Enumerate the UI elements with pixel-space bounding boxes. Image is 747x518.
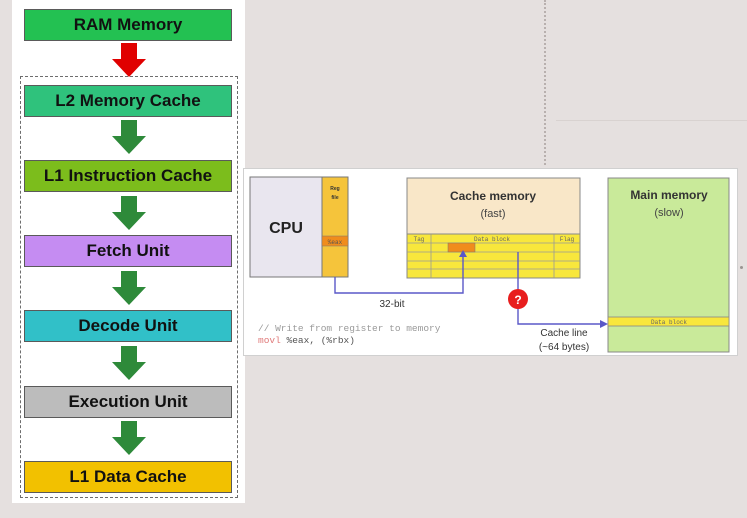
code-snippet: // Write from register to memory movl %e… [258,323,440,347]
main-memory-data-block-label: Data block [651,319,687,326]
code-keyword: movl [258,335,281,346]
cache-diagram: CPU Reg file %eax Cache memory (fast) Ta… [243,168,738,356]
stage-decode-unit: Decode Unit [24,310,232,342]
arrow-down-icon [112,196,146,230]
stage-l1-instruction-cache: L1 Instruction Cache [24,160,232,192]
cache-line-arrowhead-icon [600,320,608,328]
ram-memory-box: RAM Memory [24,9,232,41]
cpu-box [249,176,323,278]
stage-label: Decode Unit [78,316,178,335]
cache-line-size: (~64 bytes) [539,342,589,353]
arrow-down-icon [112,346,146,380]
arrow-down-icon [112,421,146,455]
ram-memory-label: RAM Memory [73,15,183,34]
cache-tag-label: Tag [414,236,425,243]
stage-label: Fetch Unit [86,241,170,260]
cache-title: Cache memory [450,189,536,203]
main-memory-subtitle: (slow) [654,207,683,219]
bus-line [334,252,464,294]
bus-arrowhead-icon [459,250,467,257]
reg-file-label: Reg [330,186,339,192]
cache-target-word [447,242,476,253]
stage-execution-unit: Execution Unit [24,386,232,418]
cache-subtitle: (fast) [480,208,505,220]
arrow-down-icon-red [112,43,146,77]
main-memory-title: Main memory [630,188,708,202]
background-divider [544,0,546,165]
register-label: %eax [328,239,343,246]
main-memory-data-block [607,316,730,327]
cache-lines [406,233,581,279]
cache-data-block-label: Data block [474,236,510,243]
reg-file-box [321,176,349,278]
stage-l1-data-cache: L1 Data Cache [24,461,232,493]
code-operands: %eax, (%rbx) [280,335,355,346]
stage-l2-cache: L2 Memory Cache [24,85,232,117]
cache-line-label: Cache line [540,328,588,339]
stage-label: Execution Unit [68,392,188,411]
background-dot [740,266,743,269]
cache-flag-label: Flag [560,236,575,243]
cpu-label: CPU [269,220,303,237]
code-line: movl %eax, (%rbx) [258,335,440,347]
question-mark: ? [514,293,521,307]
bus-label: 32-bit [379,299,404,310]
stage-label: L1 Instruction Cache [43,166,213,185]
cache-diagram-svg: CPU Reg file %eax Cache memory (fast) Ta… [249,176,730,353]
reg-file-label-2: file [331,195,338,201]
stage-label: L2 Memory Cache [55,91,201,110]
question-badge [508,289,528,309]
cache-memory-box [406,177,581,235]
arrow-down-icon [112,271,146,305]
arrow-down-icon [112,120,146,154]
register-eax [321,235,349,247]
cache-line-connector [517,252,606,325]
stage-fetch-unit: Fetch Unit [24,235,232,267]
background-line [556,120,747,121]
stage-label: L1 Data Cache [69,467,187,486]
code-comment: // Write from register to memory [258,323,441,334]
